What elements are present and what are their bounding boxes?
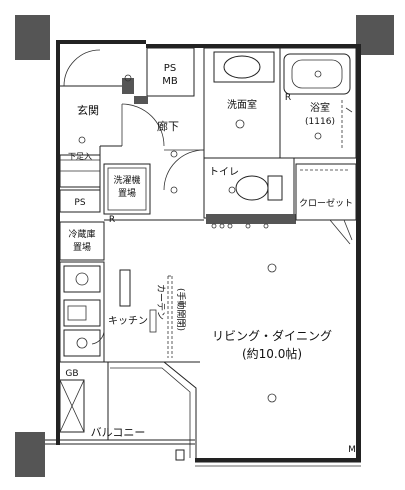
sentakuki-label-1: 洗濯機 [113, 174, 140, 186]
closet-label: クローゼット [299, 197, 353, 209]
toilet-wall-strip [206, 214, 296, 224]
kitchen-cabinet [63, 329, 101, 357]
toilet-bowl [235, 175, 269, 201]
toilet-light [228, 186, 236, 194]
range-hood [119, 269, 131, 307]
kitchen-sink [63, 299, 101, 327]
bath-light [314, 132, 322, 140]
wall-bottom [195, 458, 361, 462]
stove-top [63, 265, 101, 293]
ps-mb-label-2: MB [162, 76, 178, 87]
bath-drain-icon [314, 70, 322, 78]
wall-top-left [56, 40, 146, 44]
genkan-label: 玄関 [77, 103, 99, 117]
closet-walls [295, 163, 357, 221]
kitchen-sink-inner [67, 305, 87, 321]
toilet-label: トイレ [209, 167, 239, 178]
corridor-light-1 [170, 150, 178, 158]
sentakuki-label-2: 置場 [118, 187, 136, 199]
balcony-bay-wall [108, 361, 197, 458]
ps-left-label: PS [74, 198, 85, 208]
ldk-light-1 [267, 263, 277, 273]
corridor-light-2 [170, 186, 178, 194]
entrance-door-arc [63, 49, 101, 87]
kitchen-light [149, 309, 157, 333]
mark-r-1: R [285, 93, 291, 103]
curtain-paren-label: (手動開閉) [175, 288, 187, 331]
genkan-light [124, 74, 132, 82]
washing-machine-inner [107, 167, 147, 211]
yokushitsu-label-2: (1116) [305, 117, 335, 127]
reizouko-label-1: 冷蔵庫 [68, 228, 95, 240]
balcony-post-icon [175, 449, 185, 461]
mark-m: M [348, 445, 356, 455]
gb-label: GB [65, 369, 78, 379]
mark-r-2: R [109, 215, 115, 225]
wall-left-lower [56, 365, 60, 445]
reizouko-label-2: 置場 [73, 241, 91, 253]
rouka-label: 廊下 [157, 119, 179, 133]
wall-left-upper [56, 40, 60, 365]
balcony-label: バルコニー [91, 426, 146, 439]
yokushitsu-label-1: 浴室 [310, 101, 330, 114]
sink-bowl [223, 55, 261, 79]
column-top-left [15, 15, 50, 60]
fridge-area [59, 221, 105, 261]
gb-box [59, 379, 85, 433]
bathtub [283, 53, 351, 95]
washroom-light [235, 119, 245, 129]
wall-right [356, 44, 361, 462]
ldk-label-1: リビング・ダイニング [212, 328, 332, 343]
ldk-label-2: (約10.0帖) [242, 346, 302, 361]
column-bottom-left [15, 432, 45, 477]
ldk-light-2 [267, 393, 277, 403]
kitchen-label: キッチン [108, 315, 148, 327]
column-mid [134, 96, 148, 104]
wall-top-main [146, 44, 356, 48]
bathroom-walls [279, 47, 357, 159]
toilet-tank [267, 175, 283, 201]
bathtub-inner [291, 59, 343, 89]
corridor-door-arc [121, 103, 165, 147]
washroom-door-arc [163, 149, 205, 191]
ps-mb-label-1: PS [164, 63, 176, 74]
senmenshitsu-label: 洗面室 [227, 98, 257, 111]
column-top-right [356, 15, 394, 55]
burner-icon [75, 272, 89, 286]
shitasoku-label: 下足入 [68, 152, 92, 161]
genkan-light-2 [78, 136, 86, 144]
curtain-label: カーテン [155, 284, 166, 320]
column-genkan [122, 78, 134, 94]
